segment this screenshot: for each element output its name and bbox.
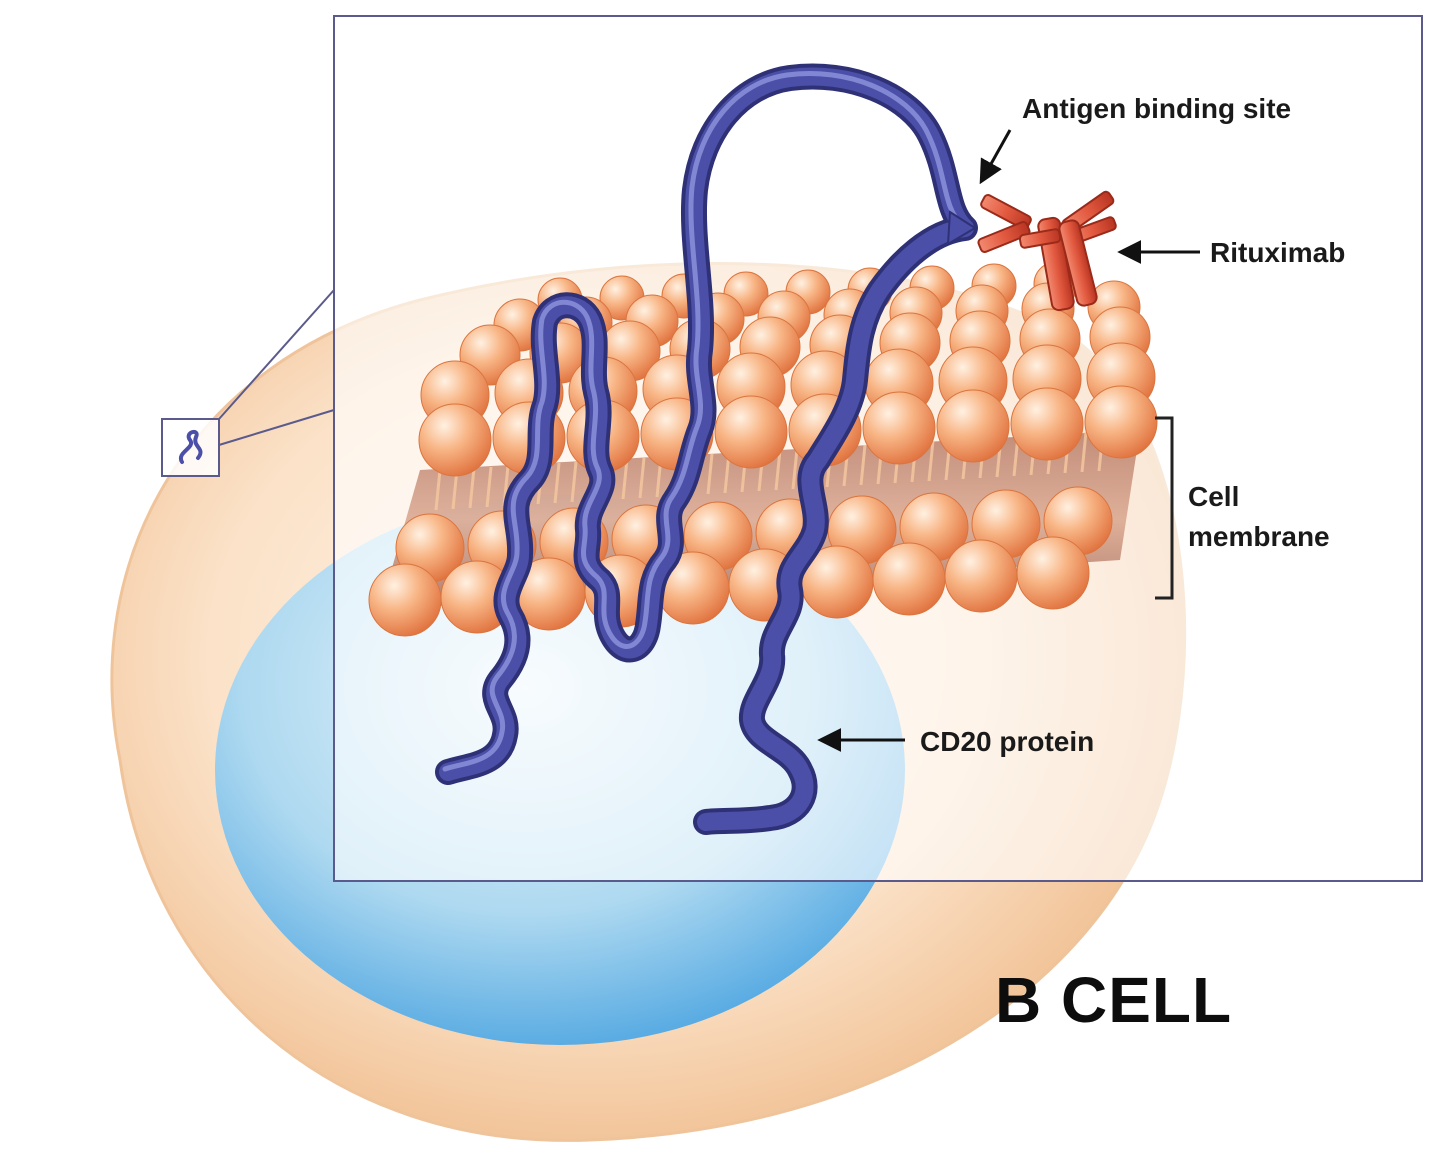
- lipid-tail: [485, 466, 493, 508]
- lipid-head: [944, 539, 1018, 613]
- lipid-head: [714, 395, 788, 469]
- lipid-tail: [434, 469, 442, 511]
- mini-protein-icon: [178, 429, 203, 464]
- lipid-tail: [706, 453, 714, 495]
- lipid-head: [1084, 385, 1158, 459]
- lipid-head: [1016, 536, 1090, 610]
- rituximab-antibody: [977, 190, 1117, 312]
- lipid-tail: [1080, 431, 1088, 473]
- cd20-protein-strand: [435, 63, 978, 835]
- lipid-head: [1010, 387, 1084, 461]
- lipid-tail: [791, 448, 799, 490]
- lipid-head: [418, 403, 492, 477]
- lipid-tail: [553, 462, 561, 504]
- lipid-head: [368, 563, 442, 637]
- zoom-line-top: [218, 289, 335, 420]
- membrane-bracket: [1155, 416, 1174, 600]
- lipid-tail: [468, 467, 476, 509]
- lipid-tail: [927, 440, 935, 482]
- label-b-cell: B CELL: [995, 964, 1233, 1036]
- lipid-head: [862, 391, 936, 465]
- label-rituximab: Rituximab: [1210, 237, 1346, 268]
- lipid-tail: [638, 457, 646, 499]
- lipid-head: [936, 389, 1010, 463]
- zoom-line-bottom: [218, 409, 335, 446]
- label-cell-membrane-line1: Cell: [1188, 481, 1240, 512]
- lipid-head: [872, 542, 946, 616]
- lipid-tail: [621, 458, 629, 500]
- cd20-binding-tip: [946, 210, 977, 246]
- label-antigen-binding-site: Antigen binding site: [1022, 93, 1292, 124]
- lipid-tail: [570, 461, 578, 503]
- lipid-tail: [859, 444, 867, 486]
- label-cell-membrane-line2: membrane: [1188, 521, 1330, 552]
- label-cd20-protein: CD20 protein: [920, 726, 1095, 757]
- antigen-site-arrow: [979, 129, 1012, 185]
- lipid-tail: [774, 449, 782, 491]
